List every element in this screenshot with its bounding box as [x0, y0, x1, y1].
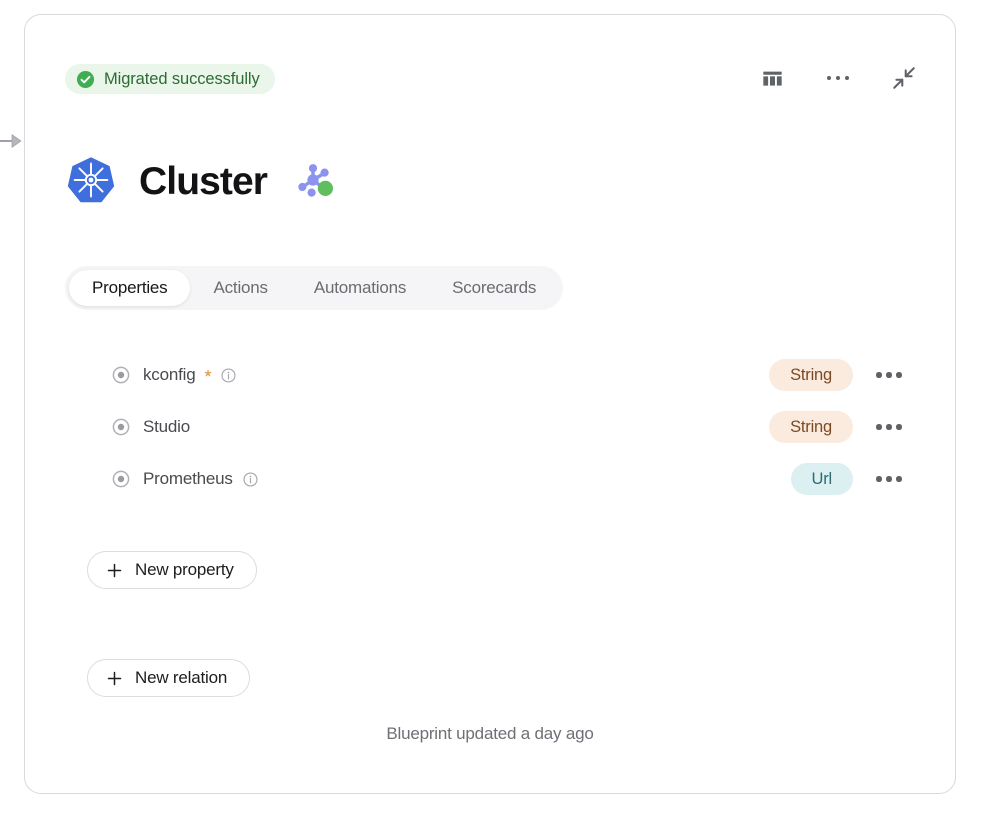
- row-more-options-icon[interactable]: [867, 411, 911, 443]
- property-info: kconfig *: [112, 365, 769, 387]
- row-more-options-icon[interactable]: [867, 463, 911, 495]
- property-name: kconfig: [143, 365, 196, 384]
- new-relation-button[interactable]: New relation: [87, 659, 251, 697]
- required-marker: *: [204, 367, 212, 387]
- more-options-icon[interactable]: [823, 63, 853, 93]
- tab-automations[interactable]: Automations: [313, 278, 407, 297]
- property-type-area: String: [769, 411, 911, 443]
- property-info: Prometheus: [112, 469, 791, 489]
- property-info: Studio: [112, 417, 769, 437]
- table-view-icon[interactable]: [757, 63, 787, 93]
- row-more-options-icon[interactable]: [867, 359, 911, 391]
- topbar-actions: [757, 63, 919, 93]
- blueprint-card: Migrated successfully: [24, 14, 956, 794]
- new-relation-button-label: New relation: [135, 668, 228, 687]
- status-badge: String: [769, 359, 853, 391]
- status-badge-label: Migrated successfully: [104, 69, 260, 88]
- collapse-icon[interactable]: [889, 63, 919, 93]
- plus-icon: [107, 671, 122, 686]
- status-badge: Migrated successfully: [65, 64, 275, 94]
- more-options-dots: [826, 75, 850, 81]
- node-graph-icon: [295, 161, 337, 201]
- card-topbar: Migrated successfully: [25, 15, 955, 125]
- table-row[interactable]: Studio String: [87, 401, 919, 453]
- property-list: kconfig * String: [87, 349, 919, 505]
- info-icon[interactable]: [243, 471, 258, 487]
- property-name: Prometheus: [143, 469, 233, 488]
- tab-properties[interactable]: Properties: [69, 270, 191, 306]
- info-icon[interactable]: [221, 367, 237, 383]
- tab-actions[interactable]: Actions: [213, 278, 268, 297]
- status-badge: Url: [790, 463, 853, 495]
- table-row[interactable]: kconfig * String: [87, 349, 919, 401]
- page-title-row: Cluster: [65, 155, 337, 207]
- property-type-area: String: [769, 359, 911, 391]
- kubernetes-logo-icon: [65, 155, 117, 207]
- new-property-button-label: New property: [135, 560, 234, 579]
- radio-dot-icon: [112, 470, 130, 488]
- radio-dot-icon: [112, 366, 130, 384]
- tab-scorecards[interactable]: Scorecards: [452, 278, 537, 297]
- new-property-button[interactable]: New property: [87, 551, 257, 589]
- radio-dot-icon: [112, 418, 130, 436]
- check-circle-icon: [76, 70, 95, 89]
- arrow-pointer-icon: [0, 131, 22, 151]
- status-badge: String: [769, 411, 853, 443]
- tab-bar: Properties Actions Automations Scorecard…: [65, 266, 564, 310]
- property-type-area: Url: [790, 463, 911, 495]
- property-name: Studio: [143, 417, 191, 436]
- table-row[interactable]: Prometheus Url: [87, 453, 919, 505]
- plus-icon: [107, 563, 122, 578]
- blueprint-updated-note: Blueprint updated a day ago: [386, 724, 594, 743]
- page-title: Cluster: [139, 159, 268, 203]
